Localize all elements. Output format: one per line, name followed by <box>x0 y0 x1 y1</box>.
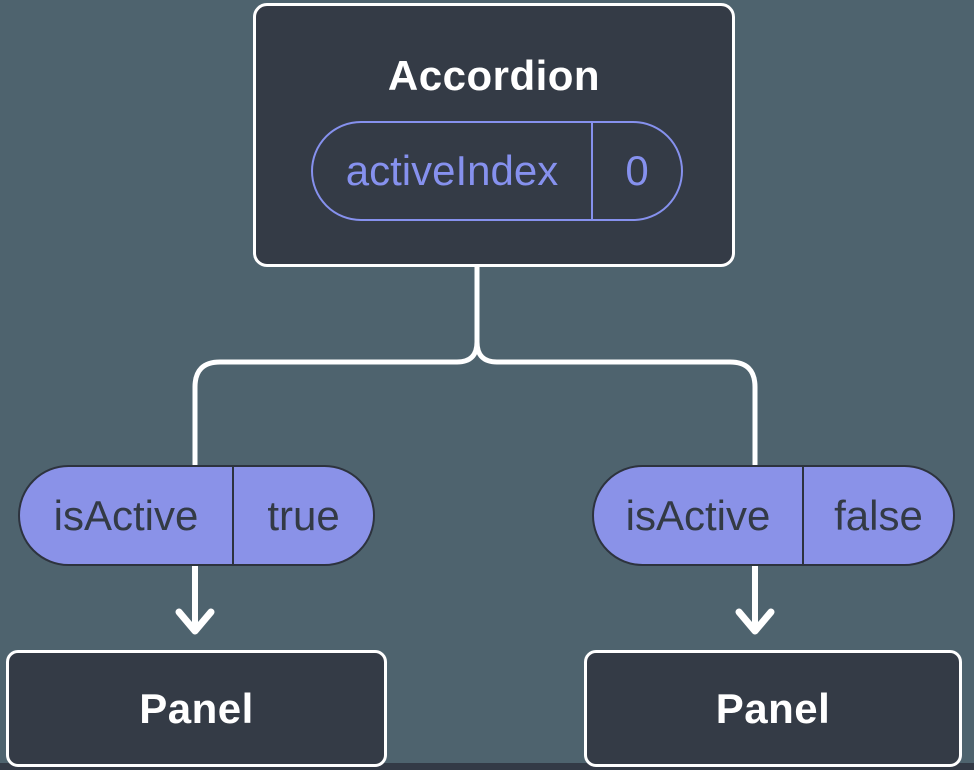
prop-value: 0 <box>625 147 649 194</box>
state-value: true <box>267 491 340 539</box>
state-pill-isactive-true: isActive true <box>18 465 375 566</box>
node-panel-title: Panel <box>715 684 831 732</box>
node-accordion: Accordion activeIndex 0 <box>253 3 735 267</box>
arrow-down-icon <box>175 608 215 635</box>
node-accordion-title: Accordion <box>387 52 601 99</box>
node-panel-title: Panel <box>139 684 254 732</box>
node-panel-right: Panel <box>584 650 962 767</box>
node-panel-left: Panel <box>6 650 387 767</box>
bottom-section-edge <box>0 763 974 770</box>
branch-line-right <box>474 341 758 470</box>
prop-name: activeIndex <box>313 123 593 219</box>
state-value: false <box>834 491 923 539</box>
prop-pill-activeindex: activeIndex 0 <box>311 121 683 221</box>
arrow-down-icon <box>735 608 775 635</box>
state-name: isActive <box>594 467 804 564</box>
state-pill-isactive-false: isActive false <box>592 465 955 566</box>
branch-line-left <box>192 267 480 470</box>
state-name: isActive <box>20 467 234 564</box>
